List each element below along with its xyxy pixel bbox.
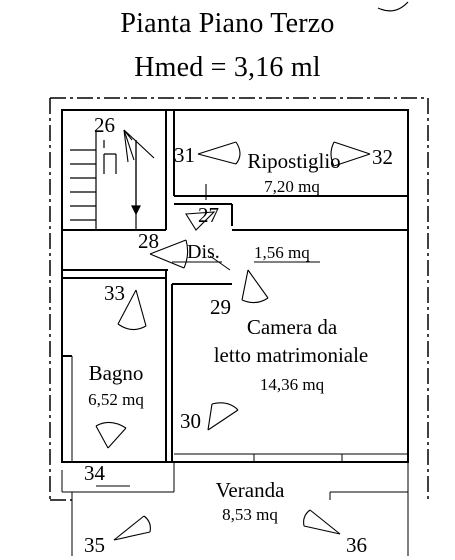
point-label-28: 28 (138, 229, 159, 253)
point-label-33: 33 (104, 281, 125, 305)
veranda-name: Veranda (216, 478, 285, 502)
point-label-27: 27 (198, 203, 219, 227)
disimpegno-area: 1,56 mq (254, 243, 310, 262)
camera-area: 14,36 mq (260, 375, 325, 394)
view-markers (95, 129, 371, 541)
bagno-name: Bagno (89, 361, 144, 385)
camera-name-line2: letto matrimoniale (214, 343, 369, 367)
plan-title: Pianta Piano Terzo (120, 8, 335, 39)
plan-height: Hmed = 3,16 ml (134, 52, 321, 83)
point-label-31: 31 (174, 143, 195, 167)
bagno-area: 6,52 mq (88, 390, 144, 409)
point-label-35: 35 (84, 533, 105, 557)
door-lines (61, 255, 409, 556)
point-label-32: 32 (372, 145, 393, 169)
ripostiglio-name: Ripostiglio (247, 149, 340, 173)
point-label-29: 29 (210, 295, 231, 319)
corner-arc (377, 1, 409, 12)
disimpegno-name: Dis. (187, 241, 220, 263)
camera-name-line1: Camera da (247, 315, 338, 339)
point-label-36: 36 (346, 533, 367, 557)
veranda-area: 8,53 mq (222, 505, 278, 524)
point-label-26: 26 (94, 113, 115, 137)
point-label-30: 30 (180, 409, 201, 433)
stair (70, 130, 141, 230)
dashed-perimeter (49, 97, 429, 501)
ripostiglio-area: 7,20 mq (264, 177, 320, 196)
point-label-34: 34 (84, 461, 106, 485)
